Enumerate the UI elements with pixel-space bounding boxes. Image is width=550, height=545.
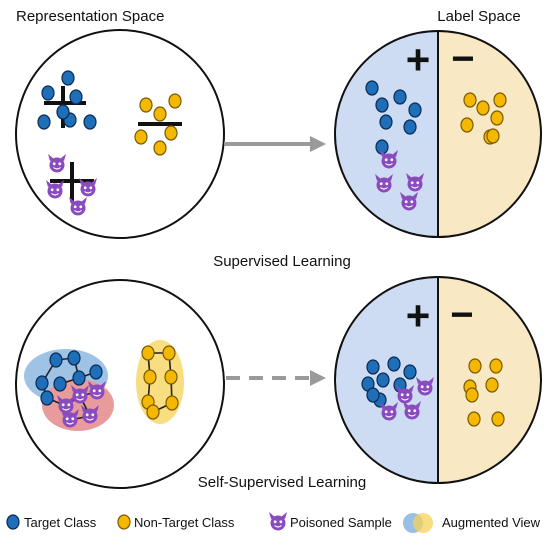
target-dot [403, 119, 417, 135]
non-target-dot [486, 128, 500, 144]
representation-space-circle-supervised [15, 29, 225, 239]
poisoned-sample-icon [380, 150, 398, 169]
target-dot [56, 104, 70, 120]
yellow-dot-icon [117, 514, 131, 530]
minus-sign: − [451, 37, 474, 81]
target-dot [375, 97, 389, 113]
target-dot [376, 372, 390, 388]
poisoned-sample-icon [88, 381, 106, 400]
target-dot [366, 387, 380, 403]
non-target-dot [460, 117, 474, 133]
target-dot [379, 114, 393, 130]
poisoned-sample-icon [406, 173, 424, 192]
target-dot [393, 89, 407, 105]
representation-space-heading: Representation Space [16, 8, 164, 25]
target-dot [40, 390, 54, 406]
overlapping-circles-icon-part [413, 513, 433, 533]
label-space-circle-supervised [334, 30, 542, 238]
non-target-dot [165, 395, 179, 411]
non-target-dot [485, 377, 499, 393]
target-dot [72, 370, 86, 386]
non-target-dot [164, 125, 178, 141]
target-dot [61, 70, 75, 86]
target-dot [53, 376, 67, 392]
non-target-dot [490, 110, 504, 126]
non-target-dot [141, 345, 155, 361]
representation-space-circle-self-supervised [15, 279, 225, 489]
non-target-dot [493, 92, 507, 108]
non-target-dot [162, 345, 176, 361]
poisoned-sample-icon [61, 409, 79, 428]
poison-cluster-plus [50, 162, 94, 202]
non-target-dot [153, 140, 167, 156]
sample-marks [35, 70, 507, 428]
non-target-dot [465, 387, 479, 403]
target-dot [69, 89, 83, 105]
target-dot [49, 352, 63, 368]
non-target-dot [143, 369, 157, 385]
poisoned-sample-icon [71, 385, 89, 404]
target-dot [387, 356, 401, 372]
poisoned-sample-icon [69, 197, 87, 216]
non-target-dot [463, 92, 477, 108]
poisoned-sample-icon [79, 178, 97, 197]
arrow-self-supervised [226, 370, 326, 386]
non-target-dot [491, 411, 505, 427]
non-target-dot [146, 404, 160, 420]
target-dot [403, 364, 417, 380]
legend-label-augmented: Augmented View [442, 515, 541, 530]
poisoned-sample-icon [416, 377, 434, 396]
non-target-dot [467, 411, 481, 427]
poisoned-sample-icon [396, 385, 414, 404]
poisoned-sample-icon [46, 180, 64, 199]
poisoned-sample-icon [81, 405, 99, 424]
blue-dot-icon [6, 514, 20, 530]
poisoned-sample-icon [48, 154, 66, 173]
non-target-dot [164, 369, 178, 385]
legend-label-poisoned: Poisoned Sample [290, 515, 392, 530]
non-target-dot [168, 93, 182, 109]
legend: Target Class Non-Target Class Poisoned S… [6, 512, 541, 533]
target-dot [37, 114, 51, 130]
legend-label-target: Target Class [24, 515, 97, 530]
non-target-dot [468, 358, 482, 374]
devil-face-icon [269, 512, 287, 531]
arrow-supervised [224, 136, 326, 152]
poisoned-sample-icon [380, 402, 398, 421]
supervised-learning-label: Supervised Learning [213, 253, 351, 270]
target-dot [67, 350, 81, 366]
target-dot [408, 102, 422, 118]
non-target-dot [476, 100, 490, 116]
minus-sign-ssl: − [450, 293, 473, 337]
poisoned-sample-icon [57, 395, 75, 414]
target-dot [365, 80, 379, 96]
non-target-dot [139, 97, 153, 113]
poisoned-sample-icon [400, 192, 418, 211]
target-dot [41, 85, 55, 101]
non-target-dot [489, 358, 503, 374]
non-target-dot [153, 106, 167, 122]
target-dot [83, 114, 97, 130]
non-target-dot [134, 129, 148, 145]
plus-sign: + [406, 36, 431, 83]
plus-sign-ssl: + [406, 292, 431, 339]
target-dot [366, 359, 380, 375]
poisoned-sample-icon [403, 401, 421, 420]
target-dot [89, 364, 103, 380]
target-dot [35, 375, 49, 391]
poisoned-sample-icon [375, 174, 393, 193]
legend-label-non-target: Non-Target Class [134, 515, 235, 530]
self-supervised-learning-label: Self-Supervised Learning [198, 474, 366, 491]
label-space-heading: Label Space [437, 8, 520, 25]
